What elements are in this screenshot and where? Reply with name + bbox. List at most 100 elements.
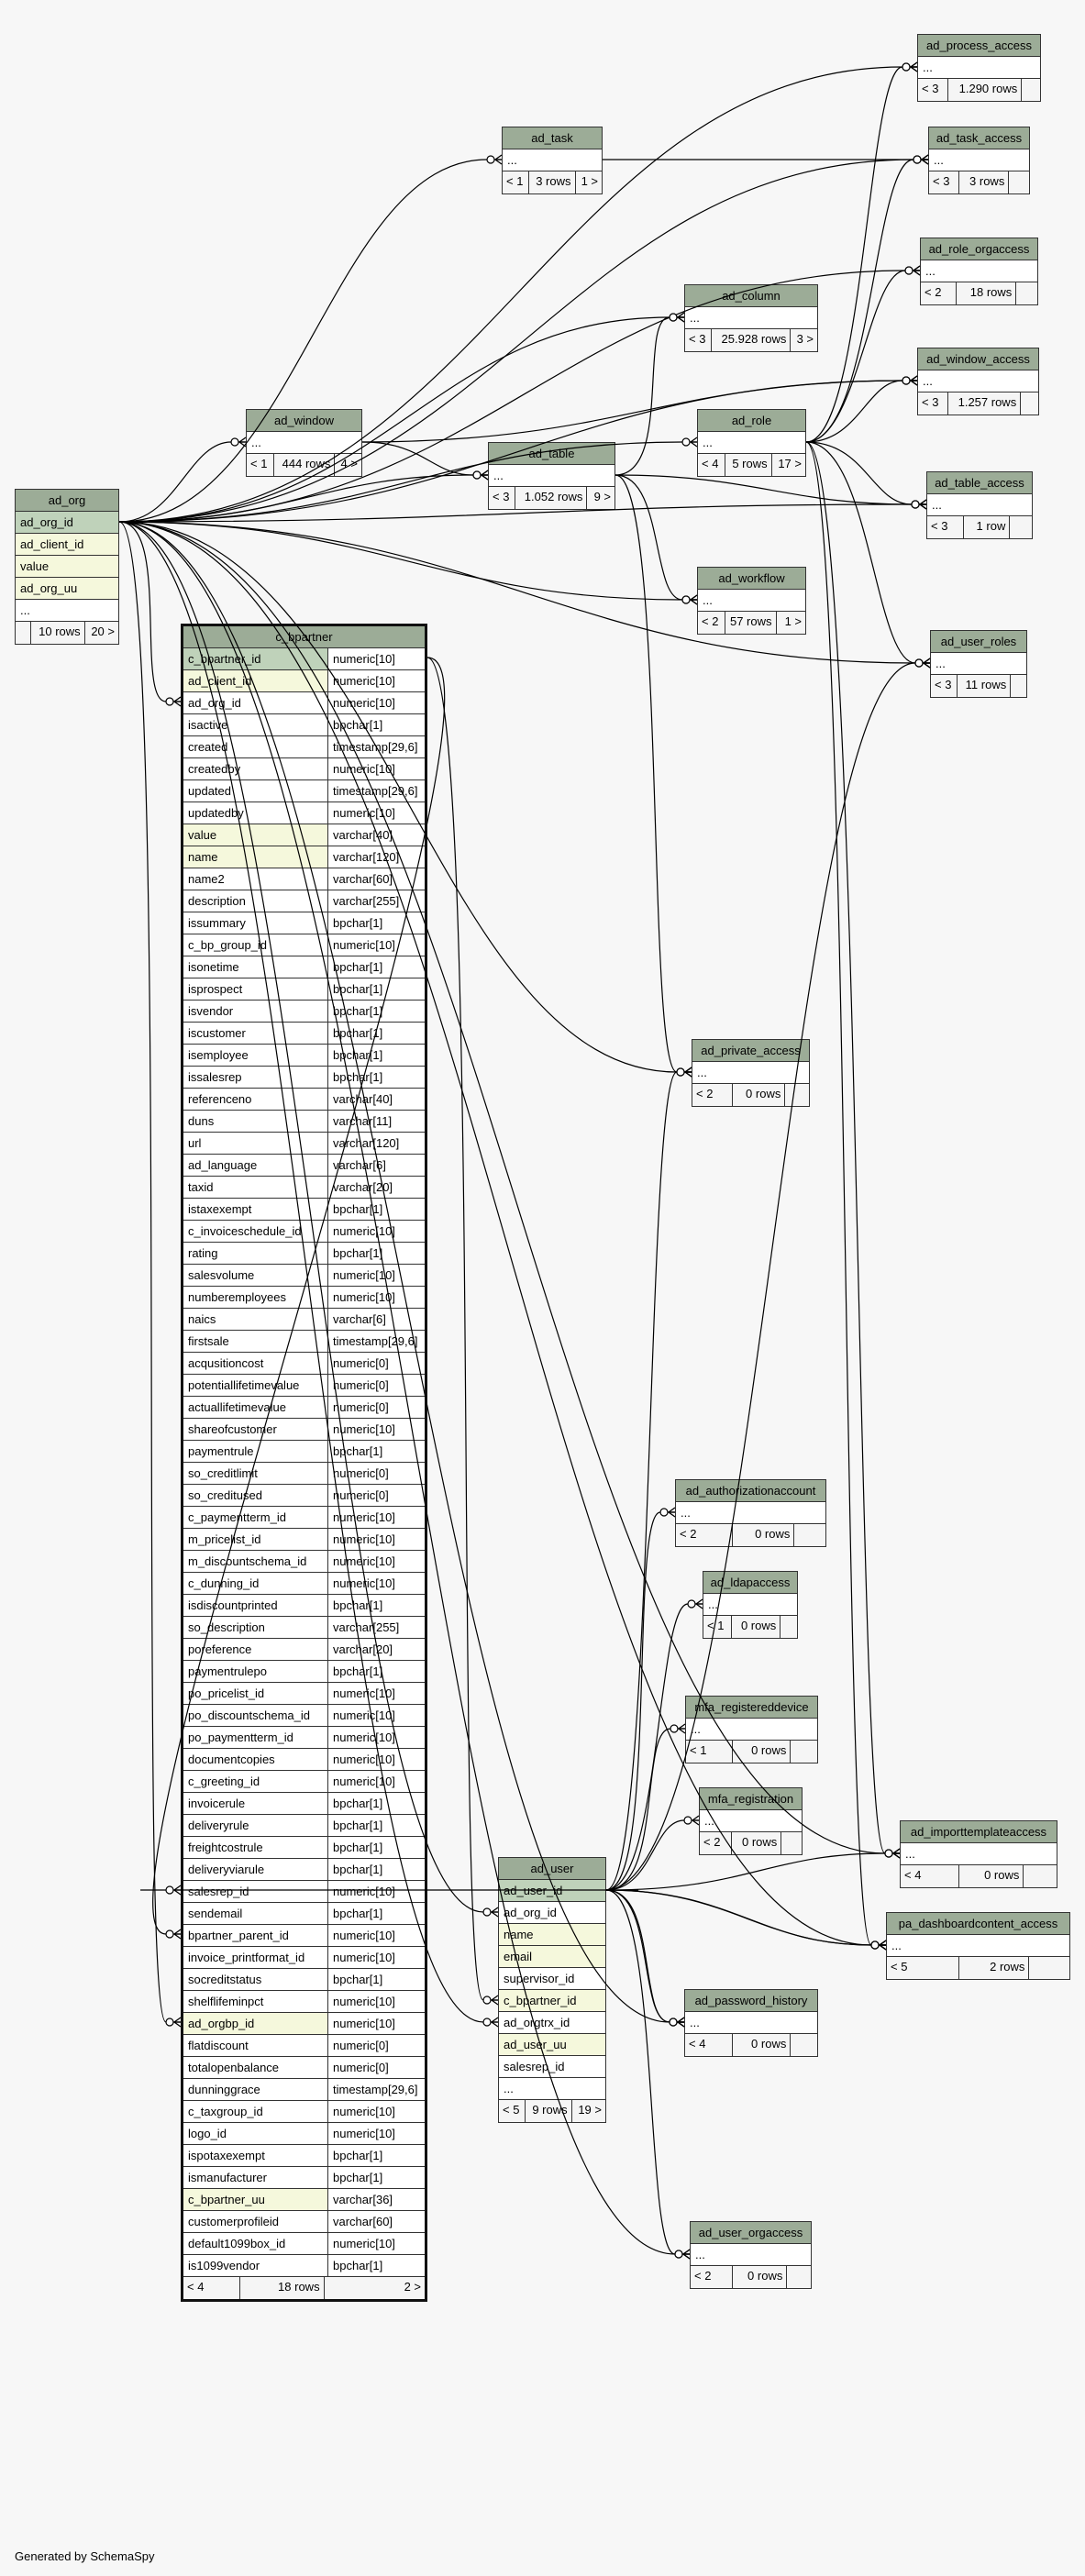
column-row[interactable]: ... — [16, 600, 118, 622]
footer-children[interactable]: 4 > — [340, 457, 358, 470]
column-row[interactable]: ... — [503, 149, 602, 171]
column-row[interactable]: ... — [918, 57, 1040, 79]
table-name[interactable]: ad_table — [489, 443, 614, 465]
footer-parents[interactable]: < 2 — [700, 1832, 733, 1854]
footer-parents[interactable]: < 3 — [918, 392, 948, 415]
table-name[interactable]: pa_dashboardcontent_access — [887, 1913, 1069, 1935]
footer-children[interactable]: 1 > — [581, 174, 598, 188]
footer-parents[interactable]: < 5 — [887, 1957, 960, 1979]
table-name[interactable]: ad_window_access — [918, 348, 1038, 370]
column-row[interactable]: ... — [700, 1810, 802, 1832]
column-row[interactable]: ... — [921, 260, 1037, 282]
column-row[interactable]: ad_org_id — [16, 512, 118, 534]
column-row[interactable]: ... — [703, 1594, 797, 1616]
footer-parents[interactable]: < 4 — [698, 454, 725, 476]
table-name[interactable]: ad_task — [503, 127, 602, 149]
column-row[interactable]: ... — [929, 149, 1029, 171]
column-row[interactable]: ... — [489, 465, 614, 487]
table-name[interactable]: ad_workflow — [698, 568, 805, 590]
footer-children[interactable] — [781, 1832, 802, 1854]
column-row[interactable]: ... — [887, 1935, 1069, 1957]
footer-parents[interactable]: < 3 — [685, 329, 712, 351]
footer-children[interactable] — [791, 2034, 817, 2056]
footer-parents[interactable]: < 1 — [503, 171, 529, 193]
footer-children[interactable] — [787, 2266, 811, 2288]
footer-parents[interactable]: < 3 — [931, 675, 958, 697]
column-row[interactable]: ... — [247, 432, 361, 454]
footer-parents[interactable]: < 3 — [929, 171, 960, 193]
footer-parents[interactable]: < 4 — [685, 2034, 734, 2056]
table-name[interactable]: ad_user_roles — [931, 631, 1026, 653]
column-row[interactable]: ... — [499, 2078, 605, 2100]
table-name[interactable]: mfa_registereddevice — [686, 1697, 817, 1719]
column-row[interactable]: email — [499, 1946, 605, 1968]
table-name[interactable]: ad_role_orgaccess — [921, 238, 1037, 260]
footer-children[interactable] — [1010, 516, 1032, 538]
column-row[interactable]: salesrep_id — [499, 2056, 605, 2078]
column-row[interactable]: ... — [691, 2244, 811, 2266]
table-name[interactable]: ad_private_access — [692, 1040, 809, 1062]
footer-parents[interactable]: < 2 — [692, 1084, 734, 1106]
column-row[interactable]: ... — [901, 1843, 1057, 1865]
table-name[interactable]: ad_window — [247, 410, 361, 432]
table-name[interactable]: ad_column — [685, 285, 817, 307]
footer-children[interactable]: 2 > — [404, 2280, 422, 2294]
table-name[interactable]: ad_user_orgaccess — [691, 2222, 811, 2244]
footer-children[interactable]: 9 > — [593, 490, 611, 503]
column-row[interactable]: ... — [698, 432, 805, 454]
column-row[interactable]: ... — [685, 2012, 817, 2034]
table-name[interactable]: ad_process_access — [918, 35, 1040, 57]
column-row[interactable]: ... — [692, 1062, 809, 1084]
column-row[interactable]: supervisor_id — [499, 1968, 605, 1990]
table-name[interactable]: ad_table_access — [927, 472, 1032, 494]
column-row[interactable]: ad_org_uu — [16, 578, 118, 600]
table-name[interactable]: ad_authorizationaccount — [676, 1480, 825, 1502]
table-name[interactable]: c_bpartner — [183, 626, 425, 648]
footer-children[interactable] — [1029, 1957, 1069, 1979]
footer-children[interactable]: 19 > — [578, 2103, 602, 2117]
